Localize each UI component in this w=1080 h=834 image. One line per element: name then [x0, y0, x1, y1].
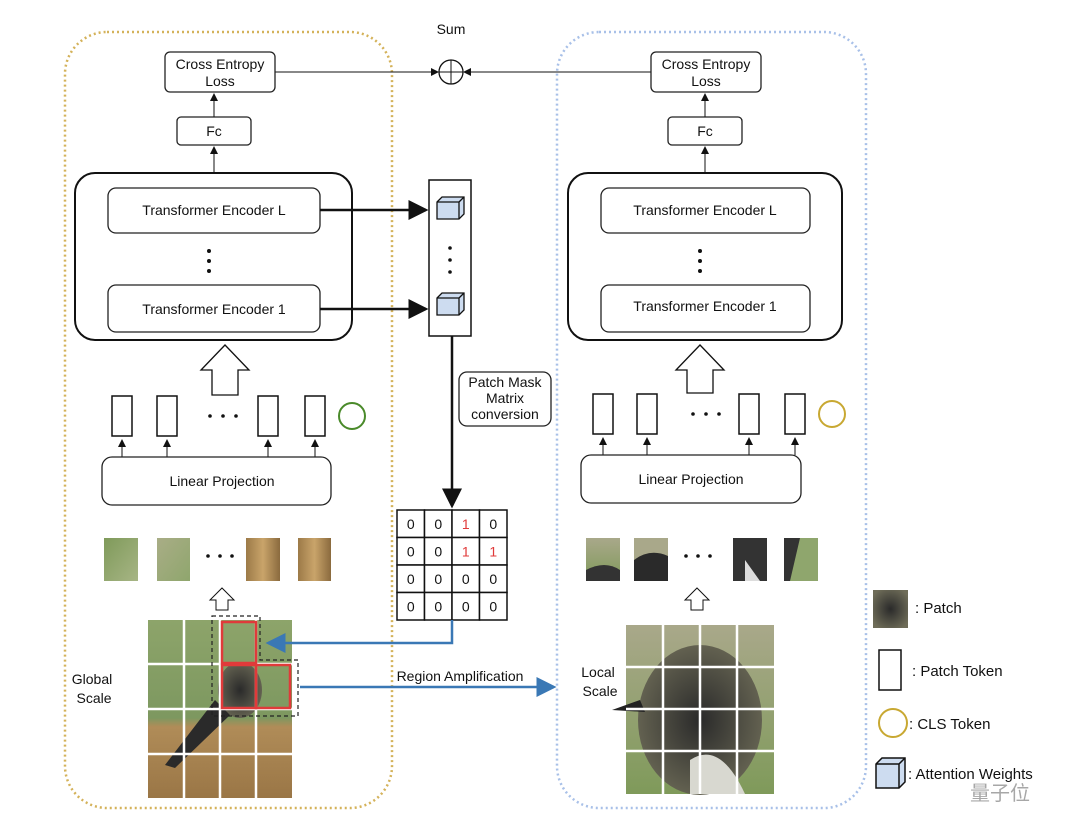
global-patches — [104, 538, 331, 581]
matrix-value: 0 — [434, 571, 442, 587]
watermark: 量子位 — [970, 782, 1030, 805]
region-amplification-label: Region Amplification — [397, 668, 524, 684]
sum-label: Sum — [437, 21, 466, 37]
local-scale-label-2: Scale — [582, 683, 617, 699]
attention-cube-icon — [436, 292, 465, 316]
matrix-value: 0 — [407, 516, 415, 532]
matrix-value: 0 — [462, 599, 470, 615]
local-encoder-l: Transformer Encoder L — [600, 187, 811, 234]
patch-mask-label: Patch Mask Matrix conversion — [458, 371, 552, 427]
small-hollow-arrow — [208, 587, 236, 611]
local-branch-panel — [555, 30, 868, 810]
local-patch-tokens — [592, 393, 806, 435]
local-image — [612, 625, 774, 795]
matrix-value: 0 — [407, 544, 415, 560]
hollow-up-arrow — [199, 344, 251, 396]
sum-icon — [438, 59, 464, 85]
local-patches — [586, 538, 818, 581]
legend-patch-token-label: : Patch Token — [912, 663, 1003, 680]
mask-matrix: 0 0 1 0 0 0 1 1 0 0 0 0 0 0 0 0 — [396, 509, 508, 621]
svg-text:Transformer Encoder 1: Transformer Encoder 1 — [633, 298, 777, 314]
local-encoder-1: Transformer Encoder 1 — [600, 284, 811, 333]
svg-text:Matrix: Matrix — [486, 390, 524, 406]
local-scale-label: Local — [581, 664, 614, 680]
global-patch-tokens — [111, 395, 326, 437]
svg-text:Loss: Loss — [205, 73, 235, 89]
patch-token-legend-swatch — [878, 649, 902, 691]
matrix-cell — [396, 536, 426, 566]
highlighted-patches — [220, 620, 292, 710]
attention-cube-icon — [436, 196, 465, 220]
global-encoder-l: Transformer Encoder L — [107, 187, 321, 234]
matrix-cell — [423, 591, 453, 621]
matrix-value: 0 — [407, 571, 415, 587]
svg-text:Transformer Encoder L: Transformer Encoder L — [142, 202, 286, 218]
svg-text:Cross Entropy: Cross Entropy — [662, 56, 751, 72]
global-cls-token — [338, 402, 366, 430]
global-scale-label-2: Scale — [76, 690, 111, 706]
cls-token-legend-swatch — [878, 708, 908, 738]
matrix-value: 0 — [489, 516, 497, 532]
matrix-value: 0 — [434, 516, 442, 532]
attention-cube-icon — [875, 757, 906, 789]
horizontal-ellipsis — [208, 414, 238, 418]
local-linear-projection: Linear Projection — [580, 454, 802, 504]
matrix-value: 0 — [434, 544, 442, 560]
vertical-ellipsis — [207, 249, 211, 273]
matrix-value: 0 — [462, 571, 470, 587]
legend-patch-label: : Patch — [915, 600, 962, 617]
selected-region-outline — [211, 615, 299, 717]
projection-arrows — [118, 439, 319, 457]
matrix-value: 0 — [489, 571, 497, 587]
mask-to-image-arrow — [265, 620, 454, 653]
legend: : Patch : Patch Token : CLS Token : Atte… — [873, 590, 1033, 789]
matrix-value: 1 — [462, 544, 470, 560]
svg-text:Patch Mask: Patch Mask — [468, 374, 542, 390]
svg-text:Cross Entropy: Cross Entropy — [176, 56, 265, 72]
local-cls-token — [818, 400, 846, 428]
legend-attention-weights-label: : Attention Weights — [908, 766, 1033, 783]
small-hollow-arrow — [683, 587, 711, 611]
global-linear-projection: Linear Projection — [101, 456, 332, 506]
svg-text:Transformer Encoder L: Transformer Encoder L — [633, 202, 777, 218]
global-scale-label: Global — [72, 671, 112, 687]
matrix-cell — [478, 536, 508, 566]
svg-text:Linear Projection: Linear Projection — [638, 471, 743, 487]
global-branch-panel — [63, 30, 394, 810]
matrix-cell — [478, 591, 508, 621]
matrix-value: 1 — [489, 544, 497, 560]
matrix-value: 0 — [489, 599, 497, 615]
svg-text:Loss: Loss — [691, 73, 721, 89]
matrix-value: 1 — [462, 516, 470, 532]
global-fc-box: Fc — [176, 116, 252, 146]
local-loss-box: Cross Entropy Loss — [650, 51, 762, 93]
matrix-value: 0 — [434, 599, 442, 615]
matrix-value: 0 — [407, 599, 415, 615]
global-loss-box: Cross Entropy Loss — [164, 51, 276, 93]
svg-text:Transformer Encoder 1: Transformer Encoder 1 — [142, 301, 286, 317]
global-encoder-1: Transformer Encoder 1 — [107, 284, 321, 333]
patch-legend-swatch — [873, 590, 908, 628]
hollow-up-arrow — [674, 344, 726, 394]
svg-text:Fc: Fc — [206, 123, 222, 139]
legend-cls-token-label: : CLS Token — [909, 716, 990, 733]
svg-text:conversion: conversion — [471, 406, 539, 422]
local-fc-box: Fc — [667, 116, 743, 146]
svg-text:Linear Projection: Linear Projection — [169, 473, 274, 489]
svg-text:Fc: Fc — [697, 123, 713, 139]
